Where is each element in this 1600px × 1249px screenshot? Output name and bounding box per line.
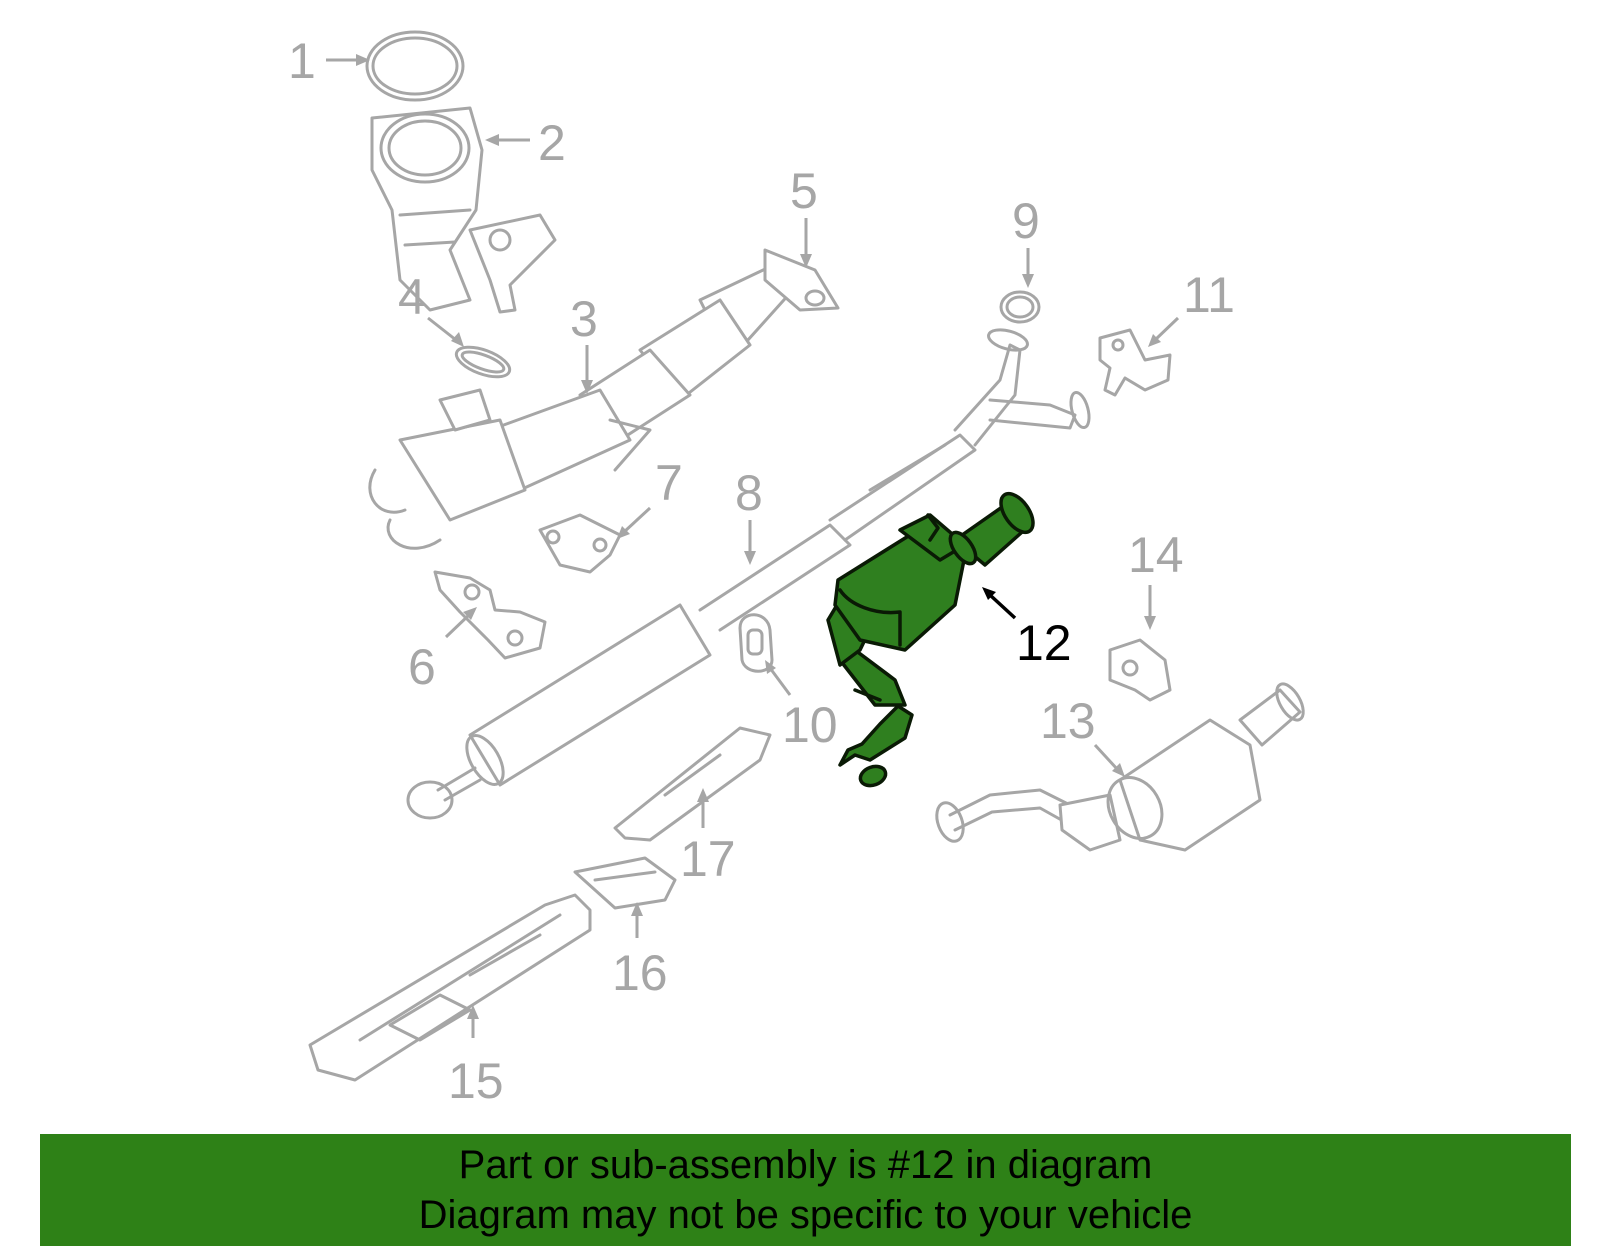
callout-14: 14: [1128, 527, 1184, 583]
part-10-rubber-hanger: [738, 613, 774, 673]
part-14-bracket: [1108, 638, 1172, 702]
part-info-banner: Part or sub-assembly is #12 in diagram D…: [40, 1134, 1571, 1246]
callout-13: 13: [1040, 693, 1096, 749]
callout-8: 8: [735, 465, 763, 521]
callout-9: 9: [1012, 193, 1040, 249]
callout-labels: 1 2 3 4 5 6 7 8 9 10 11 12 13 14 15 16 1…: [288, 33, 1235, 1109]
part-12-rear-muffler-highlighted: [826, 491, 1035, 788]
part-8-center-pipe: [406, 328, 1091, 820]
part-15-heat-shield: [308, 893, 592, 1082]
callout-17: 17: [680, 831, 736, 887]
part-3-front-exhaust-pipe: [368, 260, 802, 550]
callout-15: 15: [448, 1053, 504, 1109]
callout-16: 16: [612, 945, 668, 1001]
callout-1: 2: [538, 115, 566, 171]
exhaust-system-diagram: 1 2 3 4 5 6 7 8 9 10 11 12 13 14 15 16 1…: [288, 30, 1305, 1109]
callout-5: 5: [790, 163, 818, 219]
callout-10: 10: [782, 697, 838, 753]
part-13-muffler: [935, 682, 1305, 852]
part-17-heat-shield: [613, 726, 772, 842]
leader-lines: [326, 54, 1180, 1038]
part-4-gasket: [454, 345, 512, 379]
part-9-gasket: [999, 290, 1041, 324]
part-6-hanger: [433, 570, 547, 660]
part-2-gasket: [365, 30, 465, 102]
banner-disclaimer-line: Diagram may not be specific to your vehi…: [418, 1193, 1193, 1237]
part-7-bracket: [538, 513, 622, 574]
banner-part-line: Part or sub-assembly is #12 in diagram: [458, 1143, 1153, 1187]
part-11-bracket: [1098, 328, 1172, 397]
part-5-flange: [763, 248, 840, 312]
callout-11: 11: [1183, 267, 1235, 323]
part-16-heat-shield: [573, 856, 677, 910]
part-1-catalytic-converter: [370, 106, 557, 314]
callout-3: 3: [570, 291, 598, 347]
callout-6: 6: [408, 639, 436, 695]
callout-12: 12: [1016, 615, 1072, 671]
callout-7: 7: [655, 455, 683, 511]
callout-2: 1: [288, 33, 316, 89]
callout-4: 4: [398, 269, 426, 325]
